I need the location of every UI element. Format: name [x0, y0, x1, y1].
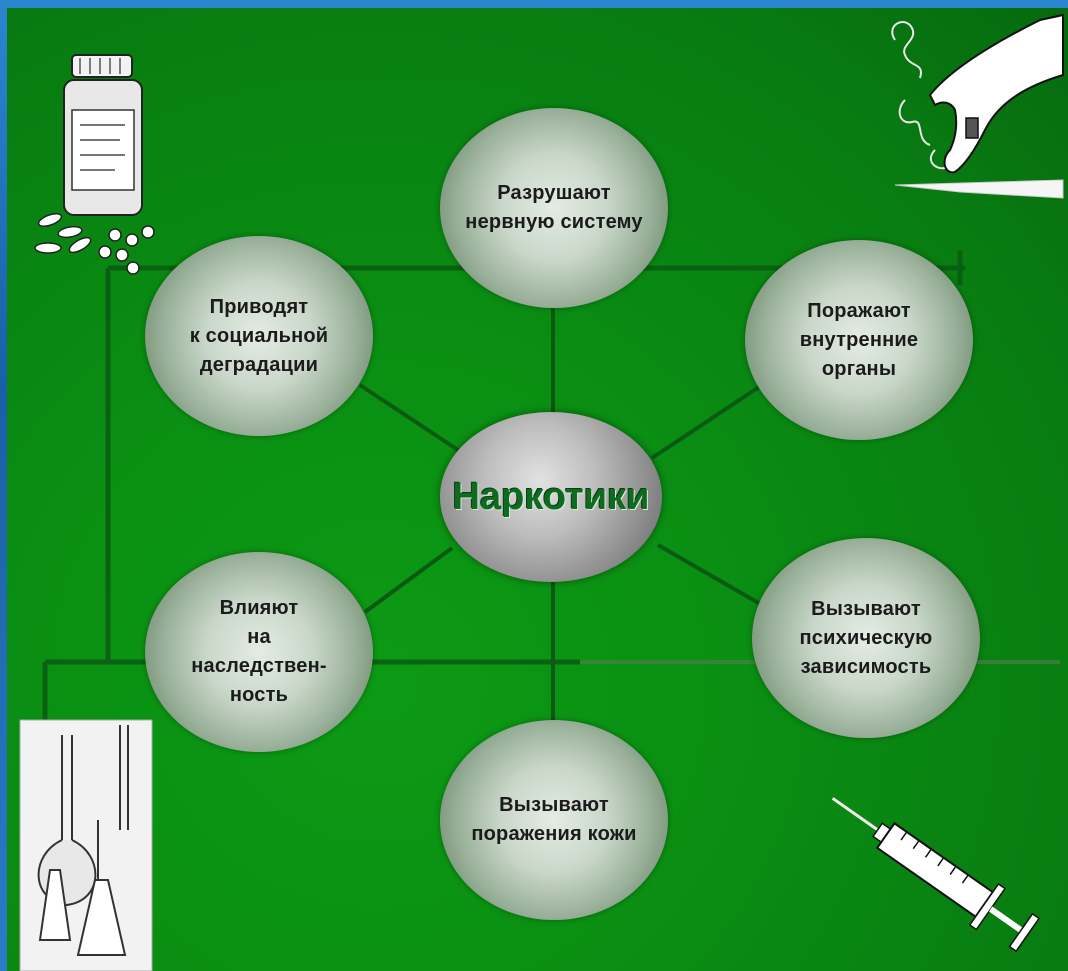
pill-bottle-icon: [34, 54, 155, 275]
node-bottom-left: Влияют на наследствен- ность: [145, 552, 373, 752]
node-bottom: Вызывают поражения кожи: [440, 720, 668, 920]
smoking-hand-icon: [891, 13, 1064, 199]
node-bottom-label: Вызывают поражения кожи: [471, 794, 637, 845]
spoke-bottom-left: [363, 546, 454, 614]
syringe-icon: [831, 797, 1041, 953]
node-top-label: Разрушают нервную систему: [465, 182, 643, 233]
spoke-top-left: [358, 383, 460, 452]
center-node: Наркотики: [440, 412, 662, 582]
center-label: Наркотики: [452, 475, 650, 518]
lab-flask-icon: [19, 719, 153, 971]
node-bottom-right-label: Вызывают психическую зависимость: [799, 597, 933, 678]
node-top-left-label: Приводят к социальной деградации: [189, 295, 329, 376]
node-top-right-label: Поражают внутренние органы: [799, 299, 919, 380]
spoke-top-right: [650, 383, 764, 460]
node-bottom-right: Вызывают психическую зависимость: [752, 538, 980, 738]
node-top-right: Поражают внутренние органы: [745, 240, 973, 440]
node-top-left: Приводят к социальной деградации: [145, 236, 373, 436]
node-top: Разрушают нервную систему: [440, 108, 668, 308]
spoke-bottom-right: [657, 543, 763, 607]
node-bottom-left-label: Влияют на наследствен- ность: [191, 597, 327, 706]
